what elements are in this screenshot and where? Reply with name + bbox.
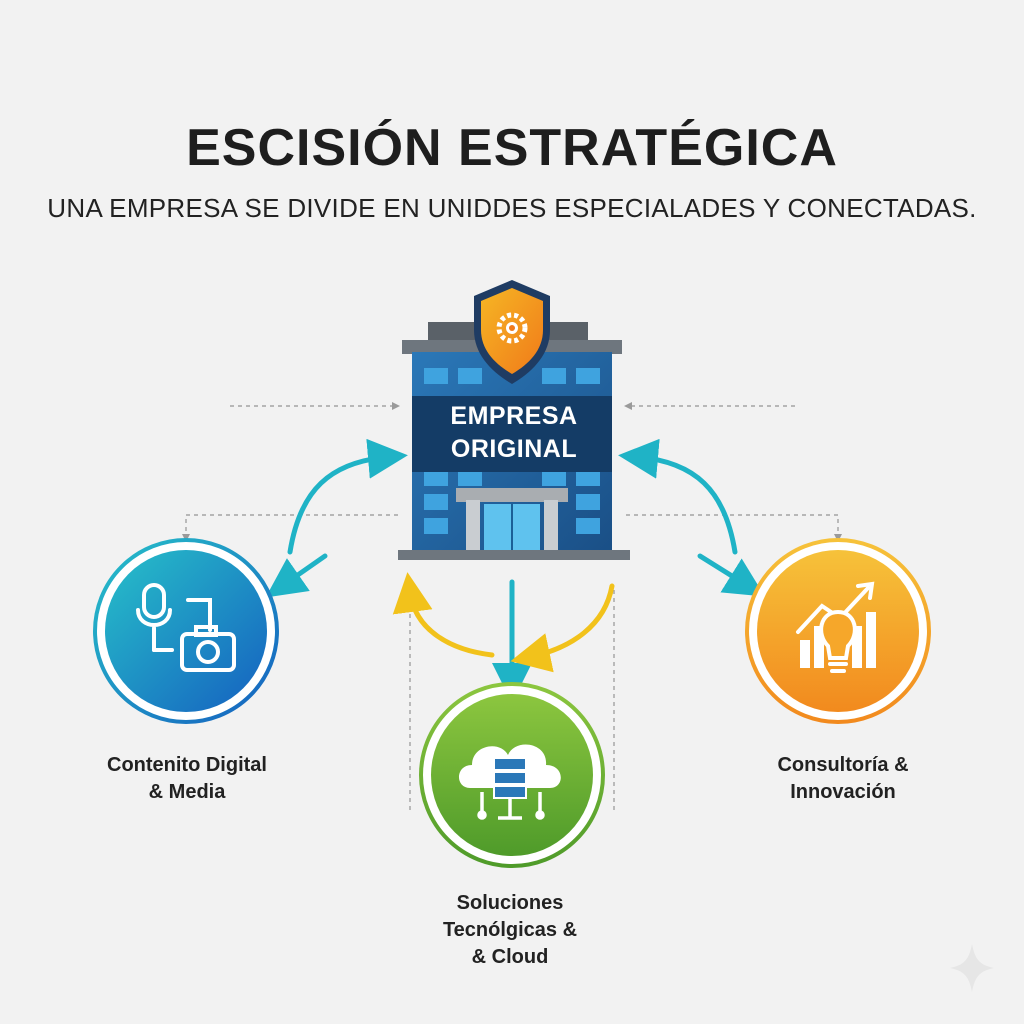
tech-label-line3: & Cloud bbox=[471, 946, 549, 968]
microphone-camera-icon bbox=[136, 583, 236, 672]
consult-unit-circle bbox=[745, 538, 931, 724]
teal-arrows bbox=[265, 438, 765, 703]
yellow-arrows bbox=[392, 572, 615, 673]
consult-unit-label: Consultoría & Innovación bbox=[728, 752, 958, 806]
company-label-line2: ORIGINAL bbox=[450, 435, 578, 463]
lightbulb-growth-icon bbox=[796, 581, 876, 673]
page-title: ESCISIÓN ESTRATÉGICA bbox=[186, 119, 838, 177]
dashed-connectors bbox=[182, 402, 842, 812]
media-label-line2: & Media bbox=[148, 781, 226, 803]
sparkle-icon bbox=[950, 944, 994, 992]
consult-label-line2: Innovación bbox=[790, 781, 896, 803]
shield-gear-icon bbox=[474, 280, 550, 384]
page-subtitle: UNA EMPRESA SE DIVIDE EN UNIDDES ESPECIA… bbox=[47, 193, 977, 223]
cloud-server-icon bbox=[458, 744, 561, 820]
tech-label-line2: Tecnólgicas & bbox=[442, 919, 578, 941]
media-unit-label: Contenito Digital & Media bbox=[72, 752, 302, 806]
company-label: EMPRESA ORIGINAL bbox=[412, 400, 616, 466]
media-label-line1: Contenito Digital bbox=[107, 754, 267, 776]
media-unit-circle bbox=[93, 538, 279, 724]
company-label-line1: EMPRESA bbox=[450, 402, 578, 430]
tech-unit-circle bbox=[419, 682, 605, 868]
consult-label-line1: Consultoría & bbox=[777, 754, 909, 776]
tech-label-line1: Soluciones bbox=[456, 892, 564, 914]
tech-unit-label: Soluciones Tecnólgicas & & Cloud bbox=[395, 890, 625, 971]
